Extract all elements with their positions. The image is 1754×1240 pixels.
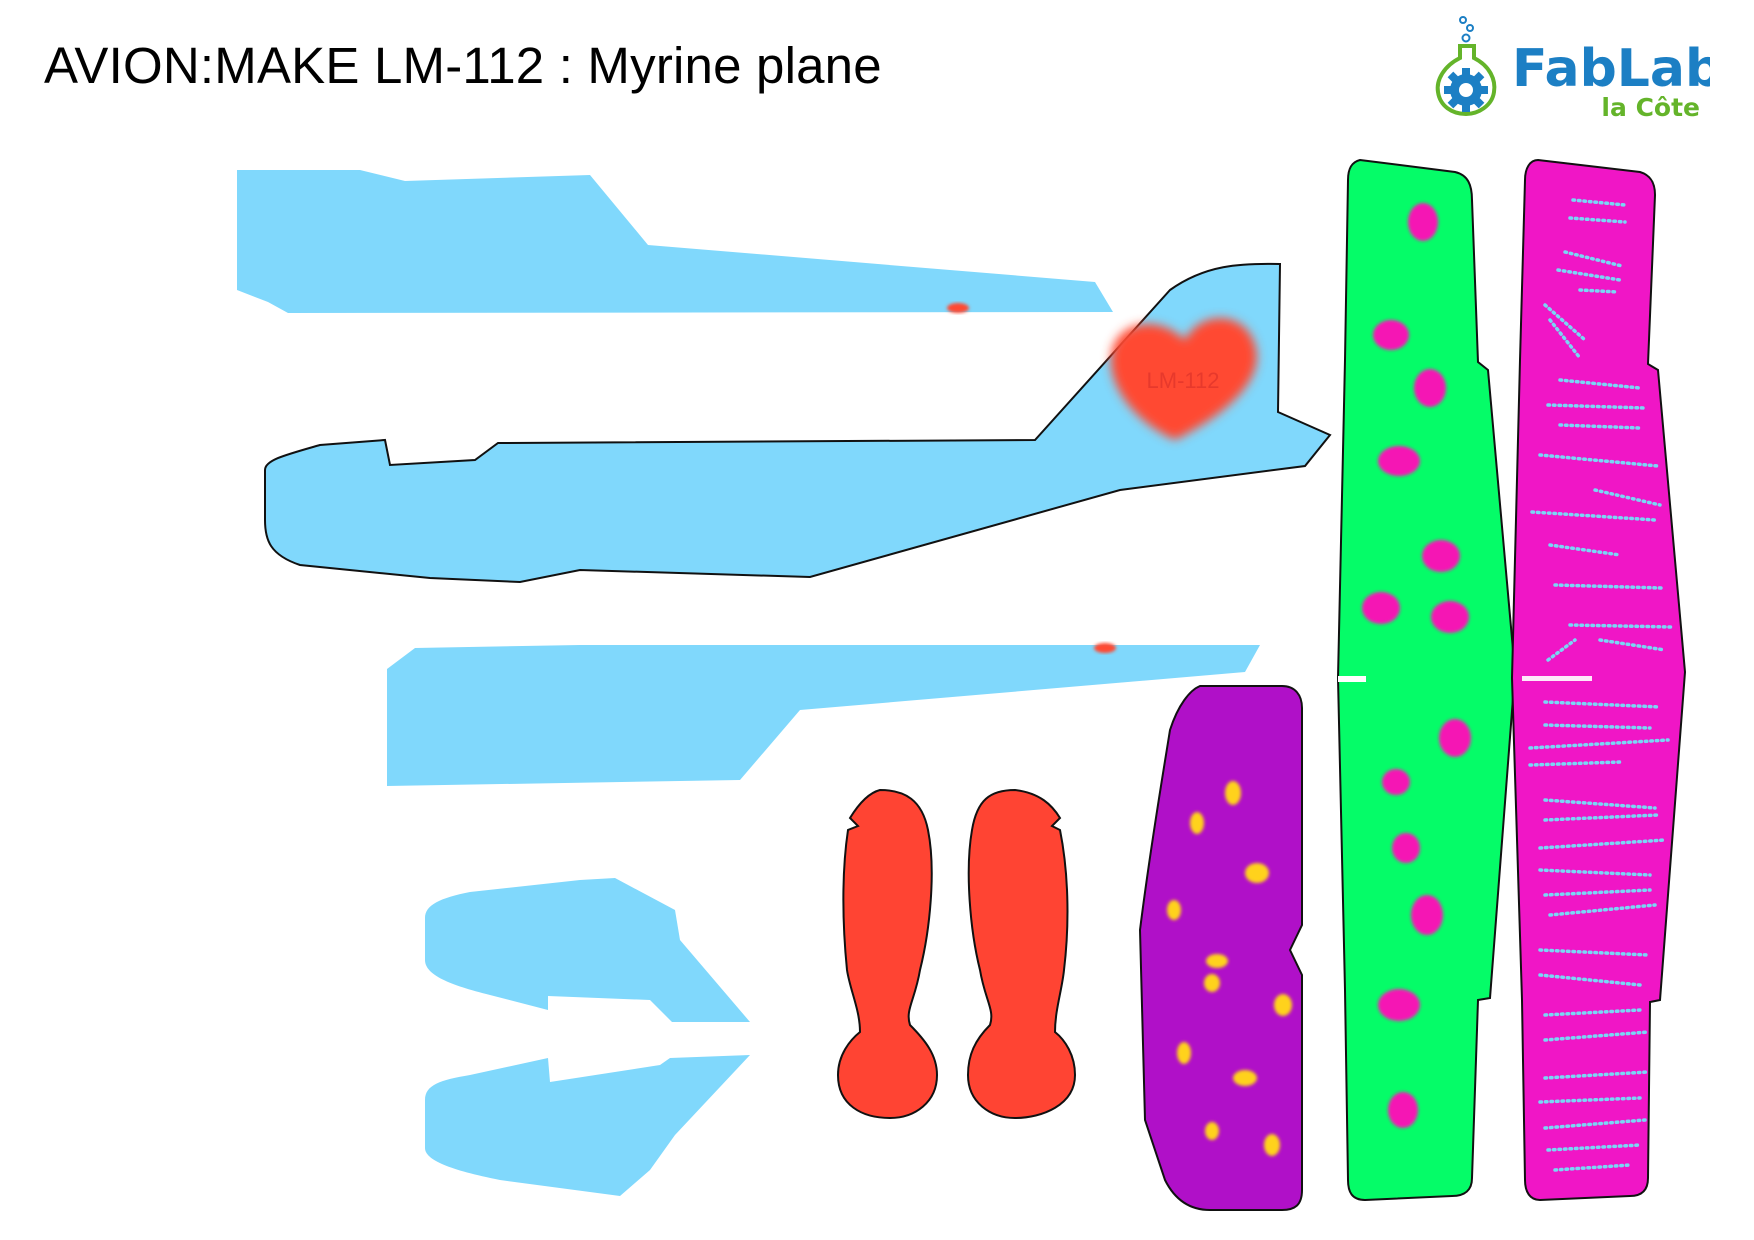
tailplane (1138, 685, 1303, 1211)
wing-magenta-lines (1528, 198, 1674, 1172)
wing-green (1336, 158, 1517, 1202)
fuselage-strip-bottom (387, 645, 1260, 786)
logo-la-cote-text: la Côte (1601, 93, 1700, 122)
red-mark (1094, 643, 1116, 653)
tail-label: LM-112 (1147, 368, 1220, 393)
wing-seam (1338, 676, 1366, 682)
page-title: AVION:MAKE LM-112 : Myrine plane (44, 37, 882, 94)
wing-magenta (1510, 158, 1687, 1202)
fablab-logo: FabLab la Côte (1435, 16, 1710, 122)
nose-piece-upper (425, 878, 750, 1022)
logo-fablab-text: FabLab (1512, 39, 1710, 99)
tailplane-dots (1167, 781, 1292, 1156)
canard-left (836, 788, 939, 1120)
wing-green-dots (1362, 203, 1471, 1128)
fuselage-side (264, 262, 1332, 584)
fuselage-strip-top (237, 170, 1113, 313)
nose-piece-lower (425, 1055, 750, 1196)
wing-seam (1522, 676, 1592, 681)
red-mark (947, 303, 969, 313)
heart-decal (1110, 318, 1257, 440)
canard-right (966, 788, 1077, 1120)
